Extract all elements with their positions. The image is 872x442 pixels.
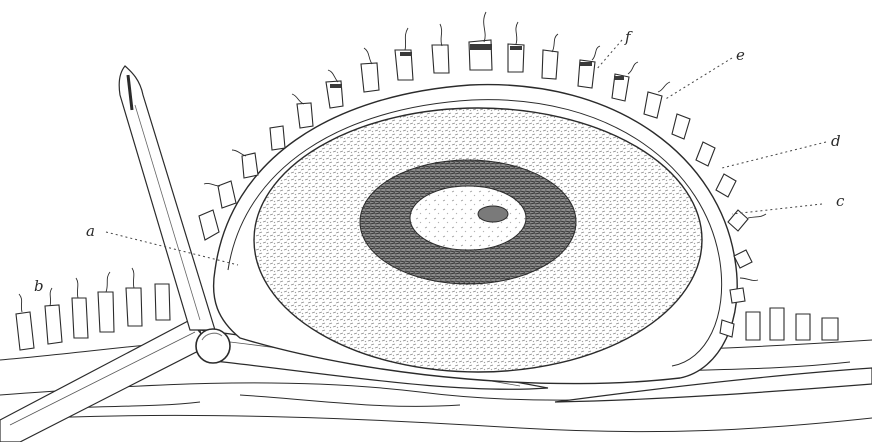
leader-e (664, 58, 732, 100)
label-f: f (624, 28, 633, 46)
leader-f (596, 40, 622, 70)
lower-right-projections (746, 308, 838, 340)
inner-body (254, 108, 702, 372)
label-a: a (86, 222, 95, 240)
junction-knob (196, 329, 230, 363)
label-c: c (836, 192, 845, 210)
label-e: e (736, 46, 745, 64)
label-b: b (34, 277, 44, 295)
leader-c (732, 204, 822, 214)
leader-d (722, 142, 826, 168)
label-d: d (831, 132, 841, 150)
